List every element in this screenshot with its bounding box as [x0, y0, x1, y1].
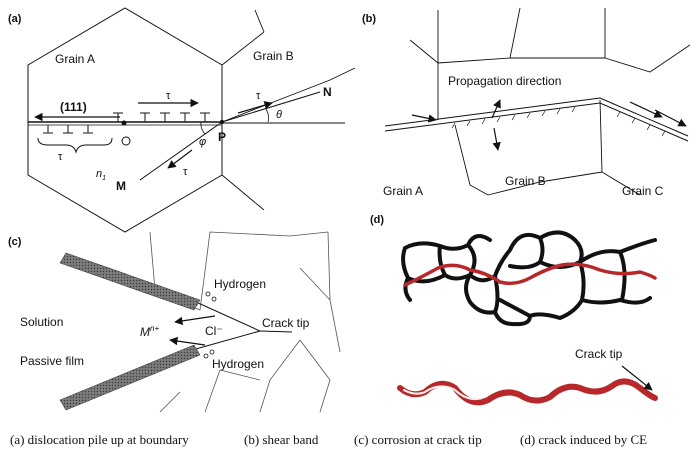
shear-band [384, 97, 689, 142]
grain-a-label-b: Grain A [383, 184, 423, 198]
point-o-marker [121, 136, 131, 146]
panel-c: (c) Solution Passive film Hydrogen Hydro… [8, 231, 341, 413]
metal-ion-label: Mn+ [140, 324, 159, 339]
crack-band-inner [402, 385, 484, 401]
line-pn [221, 91, 321, 123]
theta-label: θ [276, 109, 282, 121]
grain-b-label: Grain B [253, 49, 294, 63]
arrow-b-right-1 [629, 101, 663, 118]
arrow-b-right-2 [654, 109, 687, 127]
passive-film-upper [59, 252, 201, 311]
solution-label: Solution [20, 315, 63, 329]
arrow-b-left [411, 114, 437, 123]
passive-film-label: Passive film [20, 354, 84, 368]
panel-b: (b) Propagation direction Grain A Grain … [362, 7, 691, 198]
phi-label: φ [199, 136, 206, 148]
crack-tip-label-c: Crack tip [262, 316, 310, 330]
panel-d-tag: (d) [370, 214, 384, 226]
band-ticks [451, 106, 666, 137]
tau-arrow-pn [237, 101, 273, 114]
phi-arc [200, 121, 206, 135]
point-m-label: M [116, 179, 126, 193]
grain-network-b [409, 7, 691, 196]
metal-ion-arrow-lower [169, 336, 206, 346]
tau-label-brace: τ [58, 151, 63, 163]
grain-c-label-b: Grain C [622, 184, 664, 198]
hydrogen-bubble-2 [211, 296, 217, 302]
captions-row: (a) dislocation pile up at boundary (b) … [10, 432, 647, 447]
dislocation-pileup-upper [113, 112, 210, 122]
caption-a: (a) dislocation pile up at boundary [10, 432, 189, 447]
crack-tip-extension [259, 330, 293, 333]
arrow-b-up [491, 99, 501, 119]
line-pm [139, 121, 223, 181]
panel-d: (d) Crack tip [370, 214, 658, 406]
panel-a-tag: (a) [8, 13, 22, 25]
crack-tip-arrow [621, 365, 653, 391]
tau-label-top: τ [166, 90, 171, 102]
panel-c-tag: (c) [8, 236, 22, 248]
red-crack-path [403, 262, 657, 287]
grain-b-boundaries [221, 9, 356, 211]
hydrogen-bubble-4 [209, 349, 215, 355]
grain-a-outline [27, 7, 223, 233]
passive-film-lower [59, 344, 201, 411]
arrow-b-down [492, 127, 501, 151]
brace-group [37, 137, 113, 154]
crack-tip-label-d: Crack tip [575, 347, 623, 361]
caption-d: (d) crack induced by CE [520, 432, 647, 447]
point-p-label: P [218, 130, 226, 144]
point-o-dot [121, 120, 127, 126]
plane-111-label: (111) [60, 100, 87, 114]
chloride-label: Cl⁻ [205, 324, 223, 338]
hydrogen-bubble-3 [203, 353, 209, 359]
point-n-label: N [323, 85, 332, 99]
dislocation-pileup-lower [43, 125, 93, 134]
metal-ion-arrow-upper [174, 315, 216, 326]
crack-band-outer [397, 378, 658, 406]
grain-a-label: Grain A [55, 52, 95, 66]
hydrogen-bottom-label: Hydrogen [212, 357, 264, 371]
panel-a: (a) Grain A Grain B (111) τ τ n1 P τ [8, 7, 356, 233]
tau-label-pm: τ [183, 166, 188, 178]
propagation-label: Propagation direction [448, 74, 561, 88]
caption-c: (c) corrosion at crack tip [354, 432, 482, 447]
tau-arrow-pm [167, 149, 193, 169]
tau-label-pn: τ [256, 90, 261, 102]
grain-b-label-b: Grain B [505, 174, 546, 188]
n1-label: n1 [96, 168, 106, 182]
theta-arc [265, 108, 270, 123]
hydrogen-top-label: Hydrogen [214, 277, 266, 291]
hydrogen-bubble-1 [205, 291, 211, 297]
caption-b: (b) shear band [244, 432, 319, 447]
panel-b-tag: (b) [362, 13, 376, 25]
